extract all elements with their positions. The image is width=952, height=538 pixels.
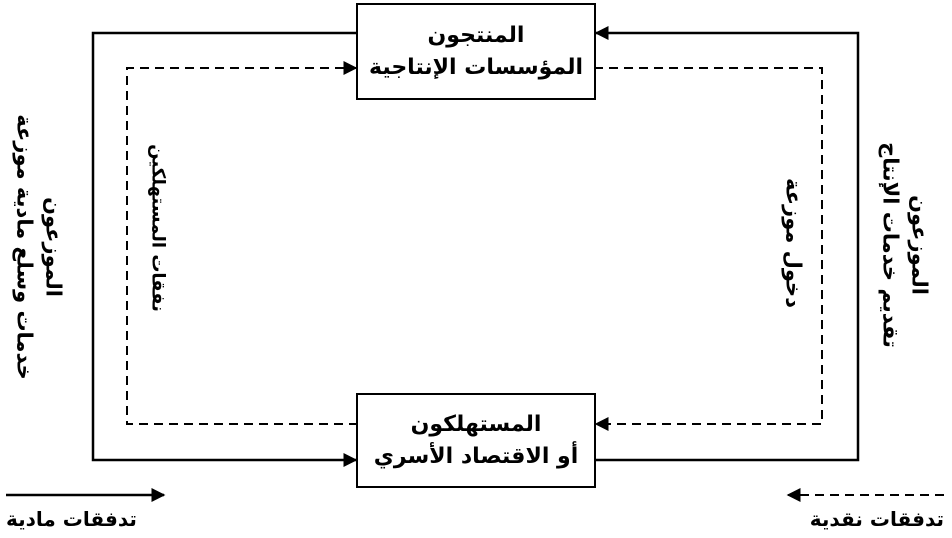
consumers-title: المستهلكون [410, 411, 542, 437]
left-outer-label-line1: الموزعون [41, 197, 66, 297]
consumer-spending-label: نفقات المستهلكين [147, 144, 169, 312]
legend-material-flows: تدفقات مادية [6, 507, 137, 531]
material-flow-consumers-to-producers [594, 26, 860, 462]
producers-subtitle: المؤسسات الإنتاجية [369, 54, 583, 80]
legend-monetary-flows: تدفقات نقدية [809, 507, 944, 531]
monetary-flow-consumers-to-producers [126, 61, 358, 425]
consumers-subtitle: أو الاقتصاد الأسري [373, 443, 579, 469]
material-flow-producers-to-consumers [91, 31, 358, 467]
consumers-box: المستهلكون أو الاقتصاد الأسري [356, 393, 596, 488]
producers-title: المنتجون [427, 22, 525, 48]
right-outer-label-line2: تقديم خدمات الإنتاج [878, 142, 902, 348]
monetary-flow-producers-to-consumers [594, 67, 823, 431]
right-outer-label-line1: الموزعون [907, 195, 932, 295]
producers-box: المنتجون المؤسسات الإنتاجية [356, 3, 596, 100]
left-outer-label-line2: خدمات وسلع مادية موزعة [12, 114, 36, 380]
distributed-income-label: دخول موزعة [781, 178, 806, 308]
